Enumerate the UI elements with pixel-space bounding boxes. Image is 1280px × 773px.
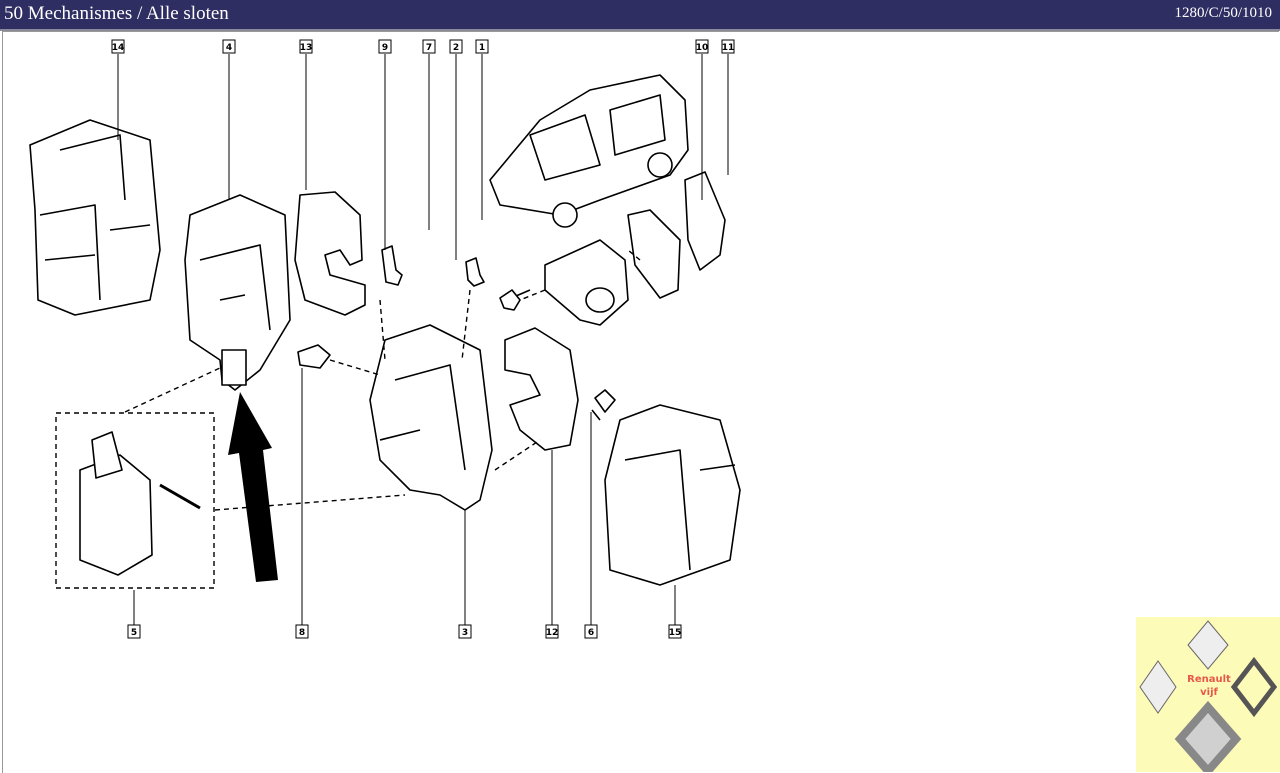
part-number: 7 xyxy=(426,43,432,53)
part-number: 2 xyxy=(453,43,459,53)
part-number: 13 xyxy=(300,43,313,53)
renault-vijf-logo: Renault vijf xyxy=(1136,617,1280,772)
part-clip-9 xyxy=(381,245,403,286)
part-number: 11 xyxy=(722,43,735,53)
part-clip-7 xyxy=(465,257,485,287)
part-label-1: 1 xyxy=(475,39,489,220)
part-plate-10 xyxy=(627,209,681,299)
part-label-6: 6 xyxy=(584,412,598,639)
part-labels: 14 4 13 9 7 2 1 10 11 5 8 3 12 6 15 xyxy=(111,39,735,639)
part-number: 10 xyxy=(696,43,709,53)
diagram-reference: 1280/C/50/1010 xyxy=(1174,5,1272,21)
part-number: 6 xyxy=(588,628,594,638)
part-label-10: 10 xyxy=(695,39,709,200)
part-label-3: 3 xyxy=(458,510,472,639)
part-screw-6 xyxy=(591,389,616,421)
part-label-9: 9 xyxy=(378,39,392,250)
part-label-15: 15 xyxy=(668,585,682,639)
part-number: 15 xyxy=(669,628,682,638)
part-number: 14 xyxy=(112,43,125,53)
page-title: 50 Mechanismes / Alle sloten xyxy=(4,3,229,24)
part-label-7: 7 xyxy=(422,39,436,230)
vehicle-van-illustration xyxy=(489,74,689,228)
part-label-11: 11 xyxy=(721,39,735,175)
part-label-4: 4 xyxy=(222,39,236,200)
part-number: 4 xyxy=(226,43,232,53)
diagram-frame xyxy=(2,31,1279,773)
part-number: 5 xyxy=(131,628,137,638)
part-lock-left-rear xyxy=(29,119,161,316)
part-number: 1 xyxy=(479,43,485,53)
part-screw-2 xyxy=(499,289,531,311)
part-clip-8 xyxy=(297,344,331,369)
part-label-2: 2 xyxy=(449,39,463,260)
part-actuator-5 xyxy=(79,431,201,576)
part-label-14: 14 xyxy=(111,39,125,140)
part-number: 9 xyxy=(382,43,388,53)
actuator-dashed-box xyxy=(55,412,215,589)
part-label-5: 5 xyxy=(127,590,141,639)
part-gasket-13 xyxy=(294,191,366,316)
part-number: 8 xyxy=(299,628,305,638)
part-lock-front xyxy=(184,194,291,391)
part-lock-main xyxy=(369,324,493,511)
part-gasket-12 xyxy=(504,327,579,451)
part-number: 12 xyxy=(546,628,559,638)
part-label-13: 13 xyxy=(299,39,313,190)
part-bracket-1 xyxy=(544,239,629,326)
direction-arrow xyxy=(228,392,278,582)
part-label-12: 12 xyxy=(545,450,559,639)
logo-line2: vijf xyxy=(1200,687,1218,698)
part-gasket-11 xyxy=(684,171,726,271)
logo-line1: Renault xyxy=(1187,674,1231,685)
part-lock-right-rear xyxy=(604,404,741,586)
part-number: 3 xyxy=(462,628,468,638)
title-bar: 50 Mechanismes / Alle sloten 1280/C/50/1… xyxy=(0,0,1280,31)
part-label-8: 8 xyxy=(295,368,309,639)
